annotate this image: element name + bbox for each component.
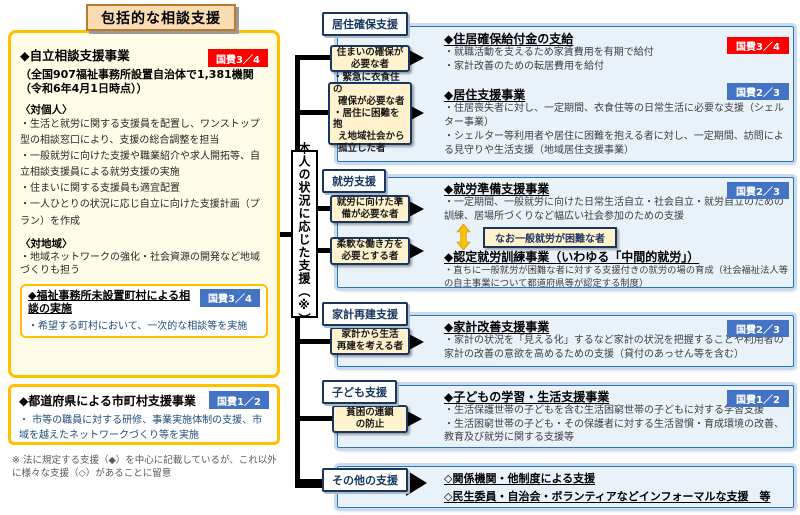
item-heading: ◆子どもの学習・生活支援事業 <box>444 390 610 404</box>
category-line: 就労に向けた準 <box>336 197 404 209</box>
arrow-icon-household <box>407 333 424 351</box>
item-heading: ◆家計改善支援事業 <box>444 320 550 334</box>
bullet: ・地域ネットワークの強化・社会資源の開発など地域づくりも担う <box>20 251 260 276</box>
bullet: ・住居喪失者に対し、一定期間、衣食住等の日常生活に必要な支援（シェルター事業） <box>444 103 784 129</box>
item-heading: ◆住居確保給付金の支給 <box>444 32 574 46</box>
category-line: 孤立した者 <box>338 143 386 155</box>
category-line: 必要な者 <box>350 58 389 70</box>
other-support-arrow-icon <box>406 470 427 496</box>
section-household-finance: ◆家計改善支援事業 ・家計の状況を「見える化」するなど家計の状況を把握することや… <box>337 315 794 367</box>
main-box-subheading: （全国907福祉事務所設置自治体で1,381機関（令和6年4月1日時点）） <box>20 68 254 95</box>
item-heading: ◇関係機関・他制度による支援 <box>444 472 596 485</box>
section-housing: ◆住居確保給付金の支給 ・就職活動を支えるため家賃費用を有期で給付 ・家計改善の… <box>337 26 794 162</box>
double-arrow-icon <box>456 224 471 250</box>
person-situation-label: 本人の状況に応じた支援（※） <box>297 142 311 326</box>
category-line: 確保が必要な者 <box>338 95 405 107</box>
category-line: 柔軟な働き方を <box>336 239 404 251</box>
self-reliance-consultation-box: ◆自立相談支援事業 国費3／4 （全国907福祉事務所設置自治体で1,381機関… <box>8 30 280 378</box>
cost-badge-blue: 国費2／3 <box>727 83 789 100</box>
category-line: 再建を考える者 <box>336 341 404 352</box>
page-title: 包括的な相談支援 <box>86 4 236 31</box>
cost-badge-blue: 国費2／3 <box>727 182 789 199</box>
person-situation-box: 本人の状況に応じた支援（※） <box>291 142 318 326</box>
item-heading: ◇民生委員・自治会・ボランティアなどインフォーマルな支援 等 <box>444 489 771 503</box>
bullet: ・シェルター等利用者や居住に困難を抱える者に対し、一定期間、訪問による見守りや生… <box>444 131 784 157</box>
cost-badge-blue: 国費2／3 <box>727 320 789 337</box>
category-line: え地域社会から <box>338 131 405 143</box>
pref-box-heading: ◆都道府県による市町村支援事業 <box>19 394 196 408</box>
category-housing-emergency: ・緊急に衣食住の 確保が必要な者 ・居住に困難を抱 え地域社会から 孤立した者 <box>328 72 412 154</box>
bullet: ・生活困窮世帯の子ども・その保護者に対する生活習慣・育成環境の改善、教育及び就労… <box>444 418 784 444</box>
item-heading: ◆認定就労訓練事業（いわゆる「中間的就労」） <box>444 250 700 264</box>
section-employment: ◆就労準備支援事業 ・一定期間、一般就労に向けた日常生活自立・社会自立・就労自立… <box>337 177 794 290</box>
prefecture-support-box: ◆都道府県による市町村支援事業 国費1／2 ・ 市等の職員に対する研修、事業実施… <box>8 384 280 445</box>
category-line: 必要とする者 <box>341 251 399 262</box>
category-line: 備が必要な者 <box>341 209 399 220</box>
inner-box-heading: ◆福祉事務所未設置町村による相談の実施 <box>28 288 191 315</box>
category-line: ・緊急に衣食住の <box>333 71 400 95</box>
main-box-heading: ◆自立相談支援事業 <box>20 48 130 63</box>
section-header-children: 子ども支援 <box>322 380 397 404</box>
bullet: ・住まいに関する支援員も適宜配置 <box>20 183 180 195</box>
note-difficult-employment: なお一般就労が困難な者 <box>483 226 617 248</box>
group-region-title: 〈対地域〉 <box>20 237 73 250</box>
connector-left-to-center <box>280 232 295 237</box>
connector-branch-6 <box>295 416 333 421</box>
cost-badge-blue: 国費3／4 <box>200 288 260 307</box>
category-household-rebuild: 家計から生活 再建を考える者 <box>330 327 410 355</box>
bullet: ・一定期間、一般就労に向けた日常生活自立・社会自立・就労自立のための訓練、居場所… <box>444 197 784 223</box>
section-header-other: その他の支援 <box>322 468 408 492</box>
bullet: ・生活と就労に関する支援員を配置し、ワンストップ型の相談窓口により、支援の総合調… <box>20 118 260 146</box>
main-box-heading-row: ◆自立相談支援事業 国費3／4 <box>20 48 268 67</box>
item-heading: ◆就労準備支援事業 <box>444 182 550 196</box>
bullet: ・ 市等の職員に対する研修、事業実施体制の支援、市域を越えたネットワークづくり等… <box>19 415 263 441</box>
bullet: ・生活保護世帯の子どもを含む生活困窮世帯の子どもに対する学習支援 <box>444 405 764 417</box>
footnote: ※ 法に規定する支援（◆）を中心に記載しているが、これ以外に様々な支援（◇）があ… <box>12 455 277 479</box>
category-work-prep: 就労に向けた準 備が必要な者 <box>330 195 410 223</box>
section-header-employment: 就労支援 <box>322 169 386 193</box>
bullet: ・家計改善のための転居費用を給付 <box>444 61 604 73</box>
connector-branch-2 <box>295 110 333 115</box>
bullet: ・家計の状況を「見える化」するなど家計の状況を把握することや利用者の家計の改善の… <box>444 335 784 361</box>
cost-badge-blue: 国費1／2 <box>209 391 269 409</box>
group-individual-title: 〈対個人〉 <box>20 103 73 116</box>
arrow-icon-housing-secure <box>407 49 424 67</box>
bullet: ・一人ひとりの状況に応じ自立に向けた支援計画（プラン）を作成 <box>20 199 260 227</box>
bullet: ・希望する町村において、一次的な相談等を実施 <box>28 321 248 333</box>
cost-badge-red: 国費3／4 <box>727 37 789 54</box>
bullet: ・直ちに一般就労が困難な者に対する支援付きの就労の場の育成（社会福祉法人等の自主… <box>444 265 788 290</box>
category-line: 住まいの確保が <box>336 46 404 58</box>
category-line: の防止 <box>355 419 385 430</box>
connector-branch-1 <box>295 55 333 60</box>
cost-badge-red: 国費3／4 <box>208 49 268 67</box>
arrow-icon-work-prep <box>407 200 424 218</box>
arrow-icon-flexible-work <box>407 242 424 260</box>
section-header-household-finance: 家計再建支援 <box>322 302 408 326</box>
category-housing-secure: 住まいの確保が 必要な者 <box>330 45 410 72</box>
category-poverty-chain: 貧困の連鎖 の防止 <box>332 405 408 433</box>
connector-branch-5 <box>295 339 333 344</box>
category-line: 貧困の連鎖 <box>346 407 394 419</box>
section-header-housing: 居住確保支援 <box>322 12 408 36</box>
bullet: ・就職活動を支えるため家賃費用を有期で給付 <box>444 47 654 59</box>
arrow-icon-children <box>405 410 422 428</box>
category-line: 家計から生活 <box>341 329 399 341</box>
page-title-label: 包括的な相談支援 <box>101 10 221 27</box>
category-line: ・居住に困難を抱 <box>333 107 400 131</box>
bullet: ・一般就労に向けた支援や職業紹介や求人開拓等、自立相談支援員による就労支援の実施 <box>20 150 260 179</box>
category-flexible-work: 柔軟な働き方を 必要とする者 <box>330 237 410 265</box>
item-heading: ◆居住支援事業 <box>444 88 526 102</box>
unset-municipality-box: ◆福祉事務所未設置町村による相談の実施 国費3／4 ・希望する町村において、一次… <box>20 283 268 339</box>
cost-badge-blue: 国費1／2 <box>727 390 789 407</box>
